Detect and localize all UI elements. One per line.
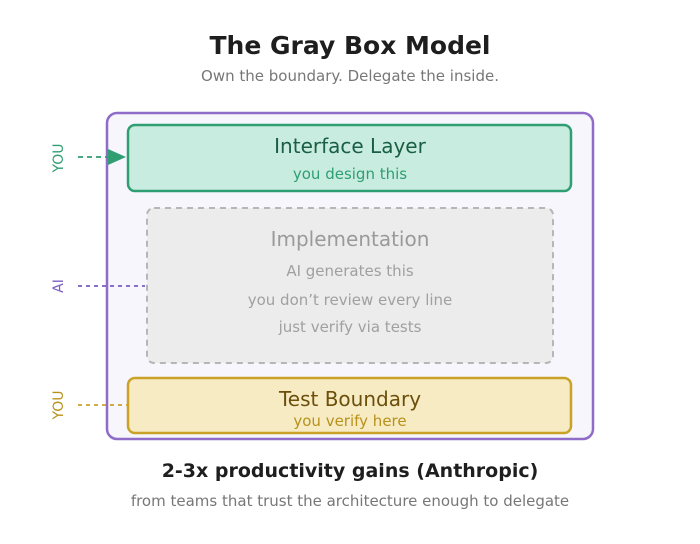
footer-headline: 2-3x productivity gains (Anthropic) xyxy=(162,460,539,482)
interface-layer-title: Interface Layer xyxy=(274,134,426,158)
diagram-title: The Gray Box Model xyxy=(210,31,491,60)
interface-arrow-icon xyxy=(108,149,126,165)
implementation-side-label: AI xyxy=(51,279,67,293)
test-side-label: YOU xyxy=(51,390,67,420)
implementation-line-3: just verify via tests xyxy=(278,318,422,336)
interface-layer-box xyxy=(126,123,573,193)
test-boundary-subtitle: you verify here xyxy=(293,412,406,430)
implementation-layer-box xyxy=(146,207,554,364)
implementation-layer-title: Implementation xyxy=(271,227,430,251)
footer-note: from teams that trust the architecture e… xyxy=(131,492,569,510)
interface-side-label: YOU xyxy=(51,143,67,173)
test-boundary-box xyxy=(126,376,573,435)
interface-layer-subtitle: you design this xyxy=(293,165,407,183)
test-boundary-title: Test Boundary xyxy=(278,387,421,411)
diagram-subtitle: Own the boundary. Delegate the inside. xyxy=(201,67,499,85)
implementation-line-2: you don’t review every line xyxy=(248,291,453,309)
implementation-line-1: AI generates this xyxy=(286,262,414,280)
